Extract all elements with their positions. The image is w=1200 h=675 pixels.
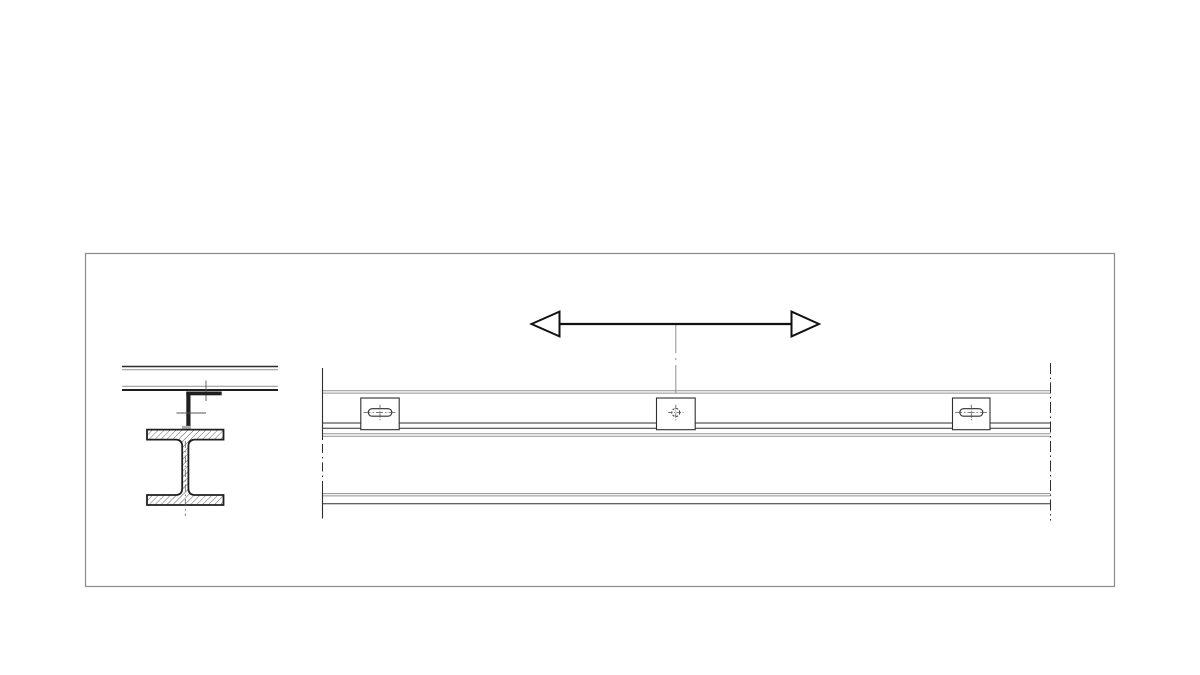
drawing-border	[84, 252, 1116, 588]
primitives-layer	[84, 252, 1116, 588]
section-ibeam-profile	[146, 428, 225, 506]
movement-arrow-head-left	[529, 310, 561, 338]
movement-arrow-head-right	[790, 310, 822, 338]
section-clip-angle-horizontal-leg	[186, 391, 222, 396]
section-clip-angle-vertical-leg	[186, 391, 191, 427]
section-weld-mark	[182, 425, 191, 430]
